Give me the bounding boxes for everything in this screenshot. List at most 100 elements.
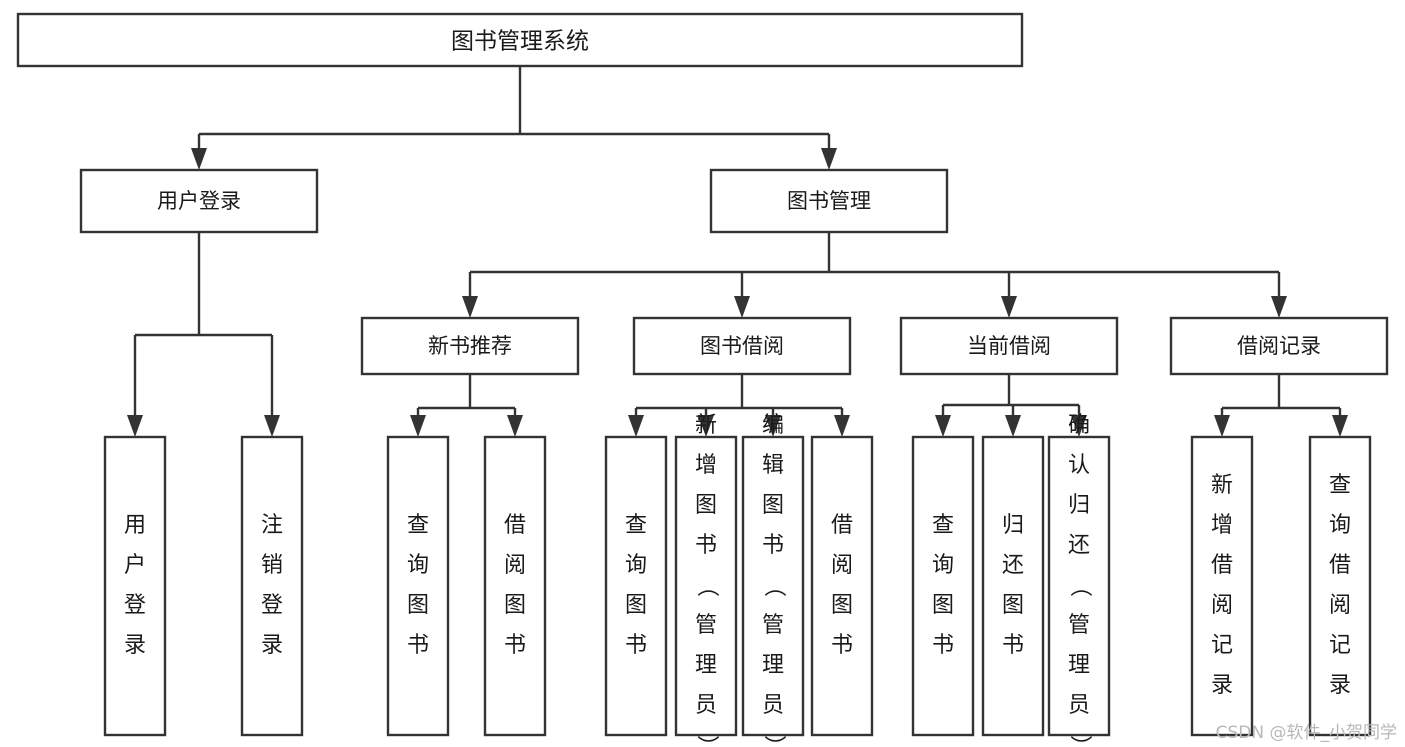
leaf-node-label-char: 阅: [504, 553, 526, 578]
node-book-borrow-label: 图书借阅: [700, 334, 784, 358]
leaf-node-label-char: 新: [695, 413, 717, 438]
connector-layer: [127, 66, 1348, 437]
leaf-node-label-char: 查: [932, 513, 954, 538]
arrow-to-new-book-rec: [462, 296, 478, 318]
leaf-node-label-char: 询: [407, 553, 429, 578]
leaf-node-box[interactable]: [741, 435, 805, 737]
arrow-to-leaf-return-book: [1005, 415, 1021, 437]
node-user-login-box[interactable]: [79, 168, 319, 234]
node-book-manage[interactable]: 图书管理: [709, 168, 949, 234]
leaf-node-label-char: 辑: [762, 453, 784, 478]
leaf-node-label-char: ）: [1067, 735, 1092, 747]
node-new-book-rec[interactable]: 新书推荐: [360, 316, 580, 376]
leaf-node[interactable]: 新增借阅记录新增借阅记录: [1190, 435, 1254, 737]
leaf-node-label-char: 借: [1211, 553, 1233, 578]
arrow-to-leaf-confirm-return: [1071, 415, 1087, 437]
node-borrow-record-box[interactable]: [1169, 316, 1389, 376]
leaf-node-label-char: 询: [932, 553, 954, 578]
leaf-node[interactable]: 归还图书归还图书: [981, 435, 1045, 737]
node-root-box[interactable]: [16, 12, 1024, 68]
leaf-node-layer: 用户登录用户登录注销登录注销登录查询图书查询图书借阅图书借阅图书查询图书查询图书…: [103, 413, 1372, 747]
leaf-node-label-char: 录: [124, 633, 146, 658]
leaf-node-label-char: 编: [762, 413, 784, 438]
leaf-node-box[interactable]: [240, 435, 304, 737]
leaf-node-label-char: （: [761, 575, 786, 597]
connector-borrow-record-bus: [1220, 374, 1342, 424]
arrow-to-current-borrow: [1001, 296, 1017, 318]
leaf-node-box[interactable]: [604, 435, 668, 737]
leaf-node-label-char: 阅: [1211, 593, 1233, 618]
leaf-node-label-char: 询: [625, 553, 647, 578]
leaf-node-label-char: 新: [1211, 473, 1233, 498]
leaf-node-label-char: 书: [625, 633, 647, 658]
leaf-node-label-char: 图: [695, 493, 717, 518]
leaf-node-label-char: 图: [762, 493, 784, 518]
leaf-node-label-char: 书: [1002, 633, 1024, 658]
leaf-node-label-char: 理: [762, 653, 784, 678]
node-root[interactable]: 图书管理系统: [16, 12, 1024, 68]
node-borrow-record[interactable]: 借阅记录: [1169, 316, 1389, 376]
leaf-node-box[interactable]: [674, 435, 738, 737]
leaf-node-label-char: 图: [831, 593, 853, 618]
leaf-node-box[interactable]: [911, 435, 975, 737]
leaf-node-label-char: ）: [694, 735, 719, 747]
leaf-node-box[interactable]: [103, 435, 167, 737]
node-new-book-rec-label: 新书推荐: [428, 334, 512, 358]
leaf-node-label-char: 用: [124, 513, 146, 538]
leaf-node[interactable]: 查询图书查询图书: [386, 435, 450, 737]
arrow-to-leaf-query-record: [1332, 415, 1348, 437]
node-root-label: 图书管理系统: [451, 29, 589, 55]
leaf-node-label-char: 借: [831, 513, 853, 538]
leaf-node[interactable]: 查询借阅记录查询借阅记录: [1308, 435, 1372, 737]
node-borrow-record-label: 借阅记录: [1237, 334, 1321, 358]
leaf-node-label-char: 记: [1329, 633, 1351, 658]
leaf-node-label-char: 注: [261, 513, 283, 538]
leaf-node-label-char: 书: [932, 633, 954, 658]
node-user-login[interactable]: 用户登录: [79, 168, 319, 234]
leaf-node-label-char: 登: [124, 593, 146, 618]
arrow-to-user-login: [191, 148, 207, 170]
connector-book-manage-bus: [468, 232, 1281, 305]
leaf-node-box[interactable]: [483, 435, 547, 737]
node-book-manage-box[interactable]: [709, 168, 949, 234]
leaf-node-box[interactable]: [1047, 435, 1111, 737]
leaf-node-label-char: 员: [762, 693, 784, 718]
leaf-node[interactable]: 借阅图书借阅图书: [483, 435, 547, 737]
leaf-node-label-char: 理: [1068, 653, 1090, 678]
leaf-node-label-char: （: [1067, 575, 1092, 597]
connector-user-login-bus: [133, 232, 274, 424]
leaf-node[interactable]: 查询图书查询图书: [604, 435, 668, 737]
leaf-node-box[interactable]: [981, 435, 1045, 737]
leaf-node-label-char: 员: [695, 693, 717, 718]
leaf-node-label-char: 书: [695, 533, 717, 558]
leaf-node-box[interactable]: [1190, 435, 1254, 737]
leaf-node-box[interactable]: [1308, 435, 1372, 737]
leaf-node[interactable]: 注销登录注销登录: [240, 435, 304, 737]
leaf-node-label-char: 还: [1068, 533, 1090, 558]
node-book-borrow-box[interactable]: [632, 316, 852, 376]
leaf-node-box[interactable]: [386, 435, 450, 737]
leaf-node[interactable]: 查询图书查询图书: [911, 435, 975, 737]
leaf-node-label-char: 书: [504, 633, 526, 658]
node-current-borrow-box[interactable]: [899, 316, 1119, 376]
leaf-node-label-char: 归: [1002, 513, 1024, 538]
leaf-node-box[interactable]: [810, 435, 874, 737]
leaf-node-label-char: 记: [1211, 633, 1233, 658]
node-new-book-rec-box[interactable]: [360, 316, 580, 376]
leaf-node[interactable]: 用户登录用户登录: [103, 435, 167, 737]
leaf-node-label-char: 借: [504, 513, 526, 538]
leaf-node-label-char: 增: [695, 453, 717, 478]
node-book-borrow[interactable]: 图书借阅: [632, 316, 852, 376]
leaf-node-label-char: 书: [762, 533, 784, 558]
leaf-node-label-char: 阅: [1329, 593, 1351, 618]
leaf-node[interactable]: 借阅图书借阅图书: [810, 435, 874, 737]
leaf-node-label-char: 认: [1068, 453, 1090, 478]
connector-new-book-rec-bus: [416, 374, 517, 424]
leaf-node-label-char: 借: [1329, 553, 1351, 578]
leaf-node-label-char: 查: [407, 513, 429, 538]
node-current-borrow[interactable]: 当前借阅: [899, 316, 1119, 376]
